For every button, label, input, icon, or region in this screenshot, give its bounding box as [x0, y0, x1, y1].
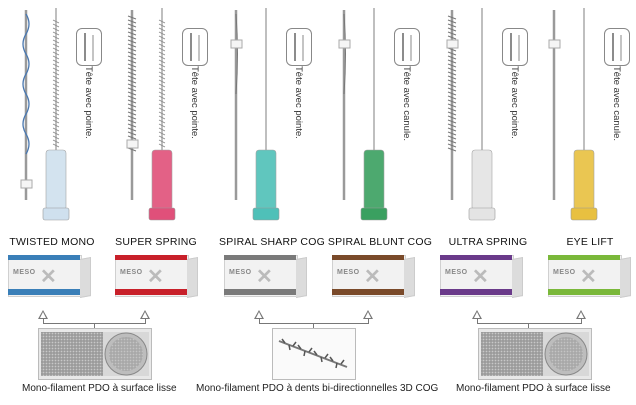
product-name-twisted-mono: TWISTED MONO: [9, 236, 95, 248]
product-name-super-spring: SUPER SPRING: [115, 236, 197, 248]
caption-smooth-left: Mono-filament PDO à surface lisse: [22, 383, 177, 394]
product-package-box: MESO ✕: [115, 255, 198, 298]
tip-type-label: Tête avec pointe.: [189, 66, 204, 176]
connector-line: [259, 323, 369, 324]
connector-line: [94, 323, 95, 328]
tip-type-text: Tête avec pointe.: [189, 66, 200, 139]
arrow-up-icon: [140, 310, 150, 319]
caption-smooth-right: Mono-filament PDO à surface lisse: [456, 383, 611, 394]
connector-line: [43, 319, 44, 324]
needle-illustration: [548, 8, 598, 221]
tip-type-text: Tête avec canule.: [401, 66, 412, 141]
smooth-thread-image: [481, 332, 589, 376]
product-package-box: MESO ✕: [548, 255, 631, 298]
cog-thread-photo: [272, 328, 356, 380]
product-needle-2: Tête avec pointe.: [222, 0, 328, 300]
box-brand-logo: MESO: [337, 269, 360, 276]
box-x-logo-icon: ✕: [364, 266, 381, 288]
tip-type-label: Tête avec pointe.: [293, 66, 308, 176]
box-brand-logo: MESO: [13, 269, 36, 276]
product-name-eye-lift: EYE LIFT: [566, 236, 614, 248]
tip-type-text: Tête avec pointe.: [83, 66, 94, 139]
smooth-thread-photo-left: [38, 328, 152, 380]
tip-type-text: Tête avec canule.: [611, 66, 622, 141]
tip-type-label: Tête avec canule.: [611, 66, 626, 176]
box-x-logo-icon: ✕: [40, 266, 57, 288]
box-brand-logo: MESO: [120, 269, 143, 276]
product-needle-5: Tête avec canule.: [540, 0, 636, 300]
box-brand-logo: MESO: [445, 269, 468, 276]
connector-line: [528, 323, 529, 328]
needle-illustration: [20, 8, 70, 221]
tip-type-text: Tête avec pointe.: [509, 66, 520, 139]
connector-line: [477, 323, 582, 324]
needle-tip-closeup: [502, 28, 528, 66]
box-x-logo-icon: ✕: [580, 266, 597, 288]
product-package-box: MESO ✕: [440, 255, 523, 298]
product-package-box: MESO ✕: [8, 255, 91, 298]
product-package-box: MESO ✕: [332, 255, 415, 298]
needle-tip-closeup: [286, 28, 312, 66]
box-x-logo-icon: ✕: [147, 266, 164, 288]
needle-illustration: [446, 8, 496, 221]
tip-type-label: Tête avec canule.: [401, 66, 416, 176]
needle-illustration: [338, 8, 388, 221]
arrow-up-icon: [472, 310, 482, 319]
cog-thread-image: [278, 338, 348, 369]
connector-line: [581, 319, 582, 324]
needle-illustration: [230, 8, 280, 221]
connector-line: [145, 319, 146, 324]
box-x-logo-icon: ✕: [472, 266, 489, 288]
box-brand-logo: MESO: [553, 269, 576, 276]
product-needle-1: Tête avec pointe.: [118, 0, 224, 300]
product-package-box: MESO ✕: [224, 255, 307, 298]
tip-type-label: Tête avec pointe.: [83, 66, 98, 176]
product-needle-0: Tête avec pointe.: [12, 0, 118, 300]
needle-illustration: [126, 8, 176, 221]
needle-tip-closeup: [394, 28, 420, 66]
caption-cog: Mono-filament PDO à dents bi-directionne…: [196, 383, 439, 394]
arrow-up-icon: [576, 310, 586, 319]
tip-type-label: Tête avec pointe.: [509, 66, 524, 176]
needle-tip-closeup: [182, 28, 208, 66]
arrow-up-icon: [38, 310, 48, 319]
connector-line: [368, 319, 369, 324]
needle-tip-closeup: [76, 28, 102, 66]
smooth-thread-image: [41, 332, 149, 376]
needle-tip-closeup: [604, 28, 630, 66]
product-needle-3: Tête avec canule.: [330, 0, 436, 300]
connector-line: [477, 319, 478, 324]
product-needle-4: Tête avec pointe.: [438, 0, 544, 300]
connector-line: [313, 323, 314, 328]
product-name-spiral-blunt-cog: SPIRAL BLUNT COG: [327, 236, 433, 248]
smooth-thread-photo-right: [478, 328, 592, 380]
tip-type-text: Tête avec pointe.: [293, 66, 304, 139]
product-name-ultra-spring: ULTRA SPRING: [448, 236, 528, 248]
box-x-logo-icon: ✕: [256, 266, 273, 288]
arrow-up-icon: [254, 310, 264, 319]
box-brand-logo: MESO: [229, 269, 252, 276]
product-name-spiral-sharp-cog: SPIRAL SHARP COG: [219, 236, 325, 248]
connector-line: [259, 319, 260, 324]
arrow-up-icon: [363, 310, 373, 319]
